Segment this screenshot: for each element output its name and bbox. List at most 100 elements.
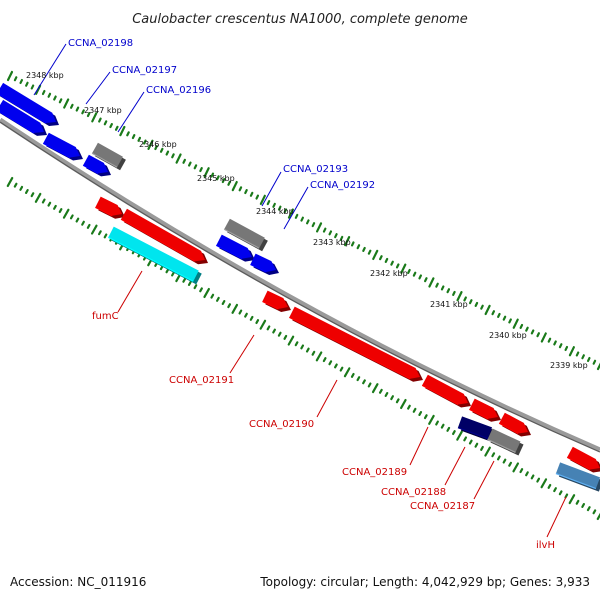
gene-pseudo-1-body [92,142,123,168]
inner-scale-tick [199,287,203,293]
gene-ccna-02192-b-highlight [250,263,267,273]
gene-pseudo-2[interactable] [487,428,524,456]
outer-scale-tick [70,103,74,109]
gene-label-ccna-02198[interactable]: CCNA_02198 [68,38,133,49]
inner-scale-tick [586,506,591,512]
outer-scale-tick [249,191,254,197]
gene-label-ccna-02197[interactable]: CCNA_02197 [112,65,177,76]
gene-label-fumc[interactable]: fumC [92,311,119,322]
inner-scale-tick [24,189,29,195]
genome-backbone [0,117,600,453]
outer-scale-tick [210,172,215,178]
gene-ccna-02197-a[interactable] [0,99,47,136]
outer-scale-tick [259,194,266,205]
outer-scale-tick [558,343,563,349]
leader-ccna-02190 [316,379,338,418]
gene-fumc[interactable] [120,208,208,265]
outer-scale-tick [25,81,29,87]
gene-ccna-02187-highlight [498,422,519,435]
outer-scale-tick [227,180,231,186]
leader-ccna-02188 [444,446,466,486]
gene-label-ccna-02196[interactable]: CCNA_02196 [146,85,211,96]
outer-scale-tick [272,202,276,208]
inner-scale-tick [484,446,491,457]
gene-ilvh[interactable] [566,446,600,473]
gene-ccna-02191[interactable] [262,290,291,312]
outer-scale-tick [283,208,288,214]
gene-ccna-02193[interactable] [223,218,268,252]
inner-scale-tick [53,204,57,210]
label-leaders [33,43,567,538]
gene-ccna-02189[interactable] [421,374,471,408]
gene-label-ccna-02190[interactable]: CCNA_02190 [249,419,314,430]
leader-ccna-02197 [85,71,111,105]
gene-fumc-cyan[interactable] [107,226,202,285]
gene-navy[interactable] [457,416,496,442]
outer-scale-tick [334,233,338,239]
gene-pseudo-1-highlight [91,152,118,168]
gene-navy-body [457,416,493,439]
scale-label-2339: 2339 kbp [550,361,588,370]
outer-scale-tick [81,109,85,115]
outer-scale-tick [379,255,383,261]
gene-ccna-02198[interactable] [0,82,59,126]
gene-ccna-02196[interactable] [82,154,111,177]
gene-ccna-02192-body [216,234,252,259]
inner-scale-tick [227,303,232,309]
gene-ccna-02192-b[interactable] [250,253,279,275]
gene-ccna-02189-highlight [421,384,459,406]
gene-ccna-02197-b[interactable] [42,132,83,161]
scale-label-2343: 2343 kbp [313,238,351,247]
outer-scale-tick [435,282,439,288]
gene-label-ccna-02187[interactable]: CCNA_02187 [410,501,475,512]
outer-scale-tick [592,359,597,365]
inner-scale-tick [362,379,366,385]
gene-fumc-cyan-body [108,226,199,282]
inner-scale-tick [182,277,187,283]
gene-label-ccna-02188[interactable]: CCNA_02188 [381,487,446,498]
outer-scale-tick [456,291,463,302]
inner-scale-tick [480,445,484,451]
inner-scale-tick [47,201,52,207]
gene-label-ccna-02193[interactable]: CCNA_02193 [283,164,348,175]
gene-ccna-02188[interactable] [469,398,501,422]
gene-label-ilvh[interactable]: ilvH [536,540,555,551]
scale-label-2348: 2348 kbp [26,71,64,80]
gene-ccna-02188-highlight [469,408,489,420]
gene-label-ccna-02192[interactable]: CCNA_02192 [310,180,375,191]
gene-ccna-02190[interactable] [289,306,423,382]
outer-scale-tick [255,194,260,200]
gene-ccna-02190-body [289,306,420,379]
leader-ccna-02189 [409,426,429,466]
gene-fumc-a[interactable] [95,196,125,219]
inner-scale-tick [300,344,305,350]
inner-scale-tick [435,420,439,426]
gene-ccna-02192-b-body [250,253,276,272]
outer-scale-tick [199,167,203,173]
outer-scale-tick [328,230,333,236]
outer-scale-tick [119,125,126,137]
outer-scale-tick [114,125,119,131]
outer-scale-tick [367,249,372,255]
inner-scale-tick [407,404,411,410]
inner-scale-tick [30,192,35,198]
outer-scale-tick [277,205,282,211]
gene-ccna-02187[interactable] [498,412,531,437]
gene-pseudo-1[interactable] [91,142,126,171]
outer-scale-tick [188,161,192,167]
gene-pseudo-2-highlight [487,438,516,453]
outer-scale-tick [424,277,428,283]
gene-label-ccna-02191[interactable]: CCNA_02191 [169,375,234,386]
inner-scale-tick [400,398,407,410]
outer-scale-tick [171,153,175,159]
inner-scale-tick [367,382,372,388]
gene-ilvh-region[interactable] [555,462,600,492]
gene-label-ccna-02189[interactable]: CCNA_02189 [342,467,407,478]
inner-scale-tick [452,430,456,436]
inner-scale-tick [19,185,24,191]
gene-fumc-cyan-highlight [107,236,194,282]
inner-scale-tick [339,366,344,372]
gene-ilvh-body [567,446,600,470]
gene-ccna-02192[interactable] [215,234,255,262]
topology-text: Topology: circular; Length: 4,042,929 bp… [259,575,590,589]
